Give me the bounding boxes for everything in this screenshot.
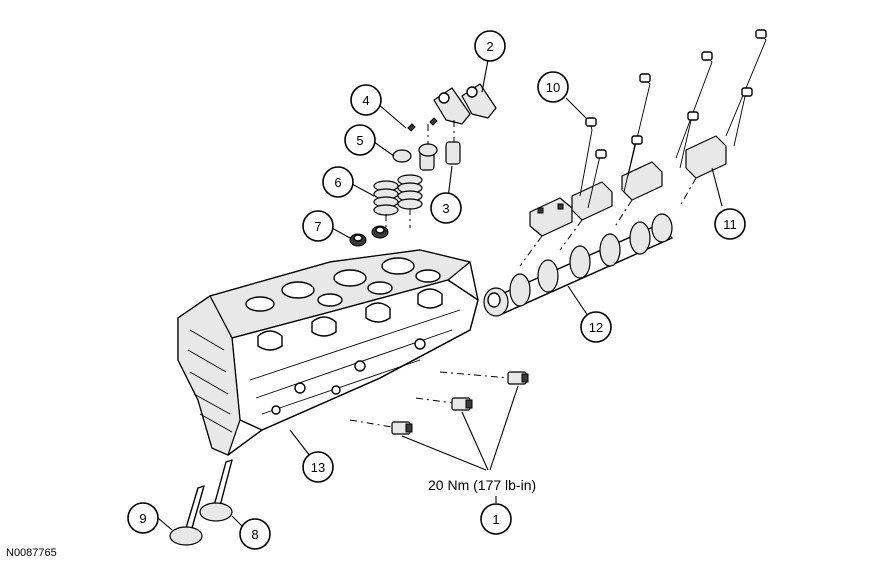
rocker-arms [419, 59, 497, 199]
leader-13 [289, 429, 311, 457]
callout-4: 4 [350, 84, 382, 116]
callout-6: 6 [322, 166, 354, 198]
callout-1-label: 1 [492, 512, 499, 527]
callout-12: 12 [580, 311, 612, 343]
callout-3: 3 [430, 192, 462, 224]
cylinder-head [177, 249, 479, 456]
callout-9: 9 [127, 502, 159, 534]
callout-12-label: 12 [589, 320, 603, 335]
callout-5-label: 5 [356, 133, 363, 148]
camshaft [483, 213, 673, 317]
figure-id-label: N0087765 [6, 547, 57, 559]
valve-train-small-parts [331, 103, 438, 247]
callout-4-label: 4 [362, 93, 369, 108]
callout-7: 7 [302, 210, 334, 242]
callout-13: 13 [302, 451, 334, 483]
callout-8: 8 [239, 518, 271, 550]
callout-6-label: 6 [334, 175, 341, 190]
callout-2: 2 [474, 30, 506, 62]
callout-11-label: 11 [723, 217, 737, 232]
callout-3-label: 3 [442, 201, 449, 216]
callout-10-label: 10 [546, 80, 560, 95]
callout-5: 5 [344, 124, 376, 156]
valves [157, 459, 245, 546]
callout-8-label: 8 [251, 527, 258, 542]
callout-1: 1 [480, 496, 512, 535]
bearing-caps [519, 29, 767, 267]
hydraulic-plugs [349, 371, 529, 471]
callout-11: 11 [714, 208, 746, 240]
callout-9-label: 9 [139, 511, 146, 526]
callout-13-label: 13 [311, 460, 325, 475]
callout-7-label: 7 [314, 219, 321, 234]
callout-10: 10 [537, 71, 569, 103]
callout-2-label: 2 [486, 39, 493, 54]
torque-spec-label: 20 Nm (177 lb-in) [428, 477, 536, 493]
